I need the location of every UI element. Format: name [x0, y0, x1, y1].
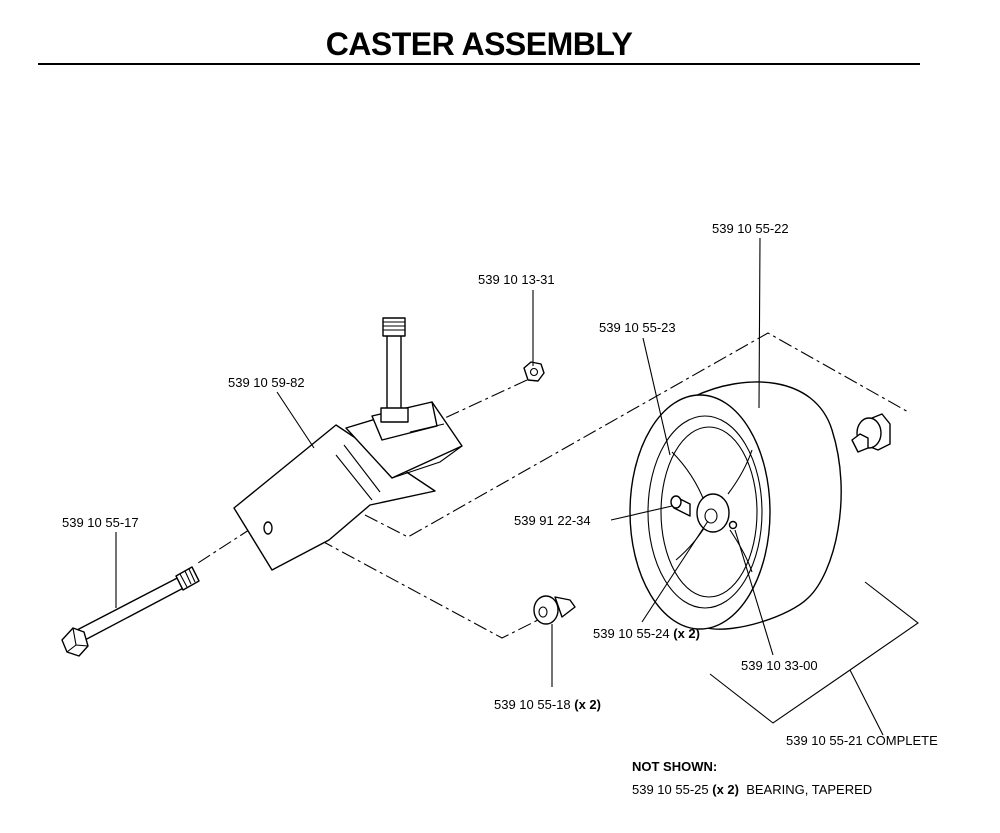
assembly-centerlines — [197, 332, 911, 639]
hub-cap — [851, 413, 891, 453]
spacer-bushing-number: 539 10 55-18 — [494, 697, 571, 712]
label-spacer-bushing: 539 10 55-18 (x 2) — [494, 697, 601, 712]
not-shown-heading: NOT SHOWN: — [632, 759, 718, 774]
label-locknut: 539 10 13-31 — [478, 272, 555, 287]
part-labels: 539 10 13-31 539 10 59-82 539 10 55-22 5… — [62, 221, 938, 748]
caster-fork — [233, 401, 463, 571]
not-shown-number: 539 10 55-25 — [632, 782, 709, 797]
label-hub-nut: 539 10 33-00 — [741, 658, 818, 673]
complete-wheel-number: 539 10 55-21 — [786, 733, 863, 748]
label-tire: 539 10 55-22 — [712, 221, 789, 236]
label-complete-wheel: 539 10 55-21 COMPLETE — [786, 733, 938, 748]
page-title: CASTER ASSEMBLY — [325, 26, 633, 62]
label-rim: 539 10 55-23 — [599, 320, 676, 335]
label-grease-fitting: 539 91 22-34 — [514, 513, 591, 528]
hub-bearing-qty: (x 2) — [673, 626, 700, 641]
not-shown-item: 539 10 55-25 (x 2) BEARING, TAPERED — [632, 782, 872, 797]
locknut — [523, 361, 545, 382]
kingpin-stud — [380, 317, 409, 423]
label-axle-bolt: 539 10 55-17 — [62, 515, 139, 530]
not-shown-description: BEARING, TAPERED — [746, 782, 873, 797]
label-hub-bearing: 539 10 55-24 (x 2) — [593, 626, 700, 641]
rim-hub — [670, 449, 753, 573]
hub-bearing-number: 539 10 55-24 — [593, 626, 670, 641]
leader-lines — [115, 237, 919, 736]
complete-wheel-suffix: COMPLETE — [866, 733, 938, 748]
title-underline — [38, 63, 920, 65]
not-shown-qty: (x 2) — [712, 782, 739, 797]
label-caster-fork: 539 10 59-82 — [228, 375, 305, 390]
axle-bolt — [61, 566, 200, 657]
spacer-bushing — [533, 595, 576, 625]
spacer-bushing-qty: (x 2) — [574, 697, 601, 712]
